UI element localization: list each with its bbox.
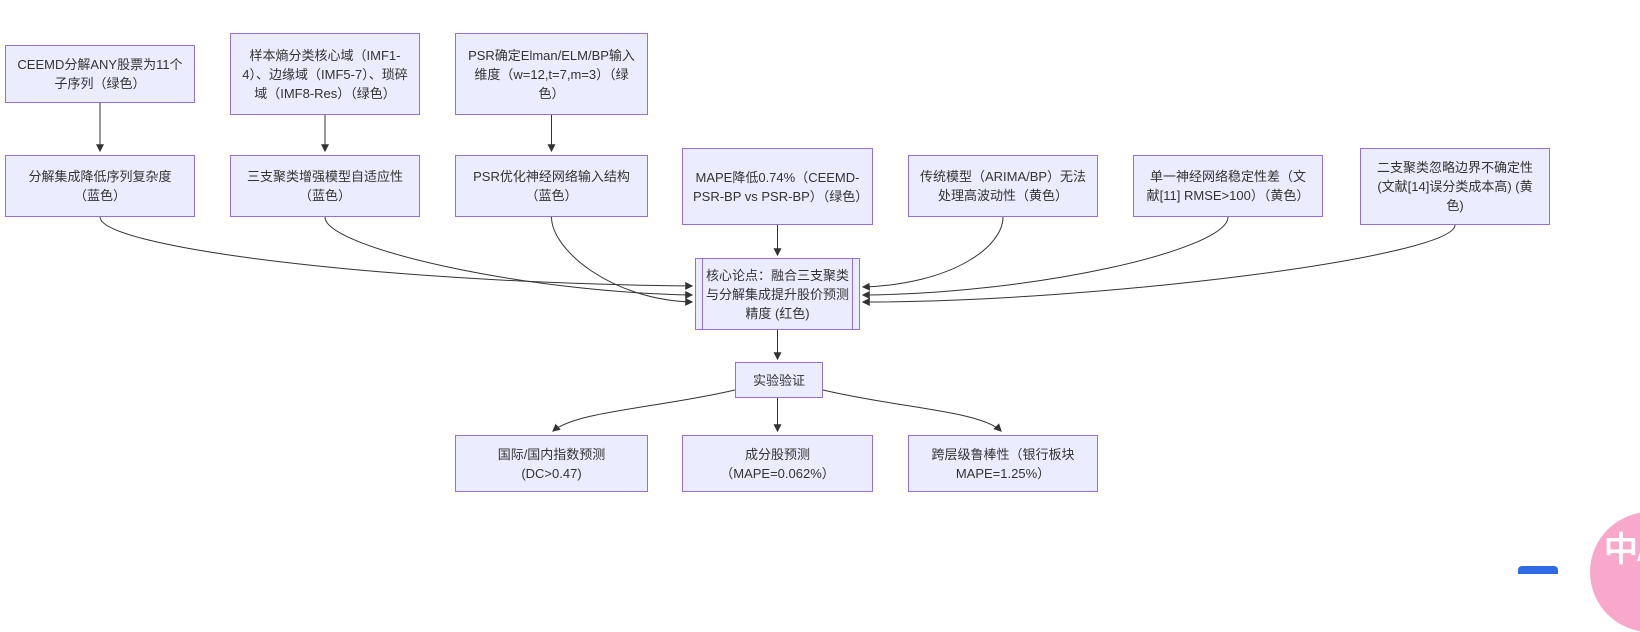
flowchart-node-label: 三支聚类增强模型自适应性（蓝色） <box>246 169 403 203</box>
flowchart-node-CORE: 核心论点：融合三支聚类与分解集成提升股价预测精度 (红色) <box>695 258 860 330</box>
flowchart-node-G: MAPE降低0.74%（CEEMD-PSR-BP vs PSR-BP）（绿色） <box>682 148 873 225</box>
flowchart-node-B: 样本熵分类核心域（IMF1-4）、边缘域（IMF5-7）、琐碎域（IMF8-Re… <box>230 33 420 115</box>
flowchart-edge-F-CORE <box>551 216 694 306</box>
flowchart-node-label: 传统模型（ARIMA/BP）无法处理高波动性（黄色） <box>919 169 1087 203</box>
flowchart-node-label: 国际/国内指数预测 (DC>0.47) <box>497 446 606 481</box>
flowchart-node-label: 跨层级鲁棒性（银行板块 MAPE=1.25%） <box>931 446 1075 481</box>
flowchart-edge-E-CORE <box>324 216 694 299</box>
flowchart-node-D: 分解集成降低序列复杂度（蓝色） <box>5 155 195 217</box>
flowchart-node-label: PSR优化神经网络输入结构（蓝色） <box>473 169 630 203</box>
flowchart-node-J: 二支聚类忽略边界不确定性 (文献[14]误分类成本高) (黄色) <box>1360 148 1550 225</box>
flowchart-node-label: 样本熵分类核心域（IMF1-4）、边缘域（IMF5-7）、琐碎域（IMF8-Re… <box>242 47 408 101</box>
flowchart-node-I: 单一神经网络稳定性差（文献[11] RMSE>100）（黄色） <box>1133 155 1323 217</box>
flowchart-node-label: 核心论点：融合三支聚类与分解集成提升股价预测精度 (红色) <box>706 267 850 321</box>
flowchart-node-label: 成分股预测（MAPE=0.062%） <box>720 446 835 481</box>
flowchart-edge-D-CORE <box>99 216 694 290</box>
flowchart-node-H: 传统模型（ARIMA/BP）无法处理高波动性（黄色） <box>908 155 1098 217</box>
flowchart-edge-V-K <box>552 389 736 432</box>
flowchart-node-C: PSR确定Elman/ELM/BP输入维度（w=12,t=7,m=3）（绿色） <box>455 33 648 115</box>
flowchart-edge-I-CORE <box>861 216 1229 299</box>
flowchart-edge-H-CORE <box>861 216 1004 291</box>
flowchart-node-K: 国际/国内指数预测 (DC>0.47) <box>455 435 648 492</box>
flowchart-node-V: 实验验证 <box>735 362 823 398</box>
flowchart-node-M: 跨层级鲁棒性（银行板块 MAPE=1.25%） <box>908 435 1098 492</box>
flowchart-node-label: 实验验证 <box>752 372 805 388</box>
flowchart-node-F: PSR优化神经网络输入结构（蓝色） <box>455 155 648 217</box>
blue-bar <box>1518 566 1558 574</box>
flowchart-node-label: MAPE降低0.74%（CEEMD-PSR-BP vs PSR-BP）（绿色） <box>693 169 869 204</box>
flowchart-node-label: 单一神经网络稳定性差（文献[11] RMSE>100）（黄色） <box>1146 169 1310 203</box>
flowchart-node-L2: 成分股预测（MAPE=0.062%） <box>682 435 873 492</box>
flowchart-node-E: 三支聚类增强模型自适应性（蓝色） <box>230 155 420 217</box>
flowchart-node-label: CEEMD分解ANY股票为11个子序列（绿色） <box>17 57 183 91</box>
flowchart-edge-J-CORE <box>861 224 1456 306</box>
flowchart-node-label: 分解集成降低序列复杂度（蓝色） <box>28 169 172 203</box>
translate-badge-label: 中A <box>1604 531 1640 569</box>
flowchart-edges <box>96 103 1456 433</box>
flowchart-node-A: CEEMD分解ANY股票为11个子序列（绿色） <box>5 45 195 103</box>
flowchart-node-label: PSR确定Elman/ELM/BP输入维度（w=12,t=7,m=3）（绿色） <box>468 47 635 101</box>
flowchart-node-label: 二支聚类忽略边界不确定性 (文献[14]误分类成本高) (黄色) <box>1376 160 1533 213</box>
flowchart-edge-V-M <box>822 389 1002 432</box>
